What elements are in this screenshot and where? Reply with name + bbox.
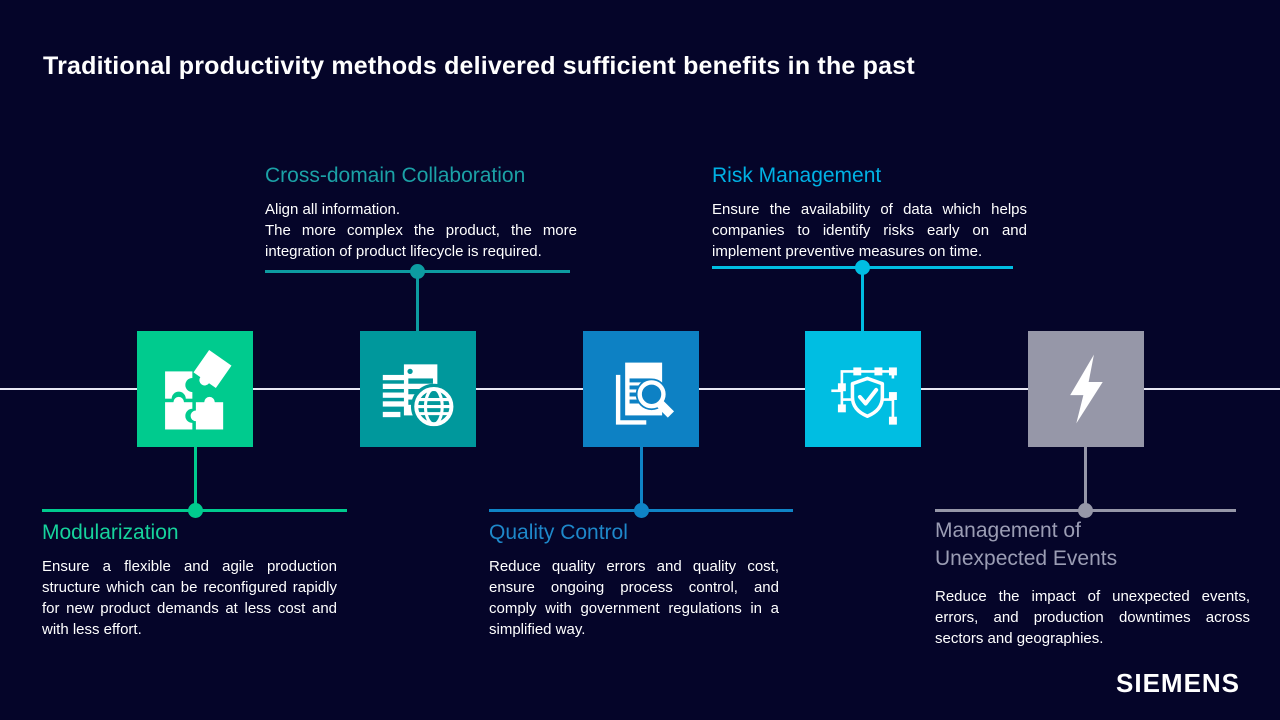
milestone-tile-cross-domain-collaboration [360, 331, 476, 447]
server-globe-icon [382, 364, 457, 430]
puzzle-icon [165, 350, 232, 430]
callout-title: Risk Management [712, 164, 882, 187]
slide-title: Traditional productivity methods deliver… [43, 52, 915, 80]
callout-description: Ensure a flexible and agile production s… [42, 558, 337, 638]
callout-description: Align all information. The more complex … [265, 201, 577, 260]
callout-description: Reduce quality errors and quality cost, … [489, 558, 779, 638]
milestone-tile-modularization [137, 331, 253, 447]
network-shield-icon [831, 367, 897, 425]
connector-vline [1084, 447, 1087, 510]
callout-title: Management of Unexpected Events [935, 519, 1118, 570]
connector-vline [194, 447, 197, 510]
callout-description: Ensure the availability of data which he… [712, 201, 1027, 260]
connector-dot [188, 503, 203, 518]
connector-dot [1078, 503, 1093, 518]
siemens-logo: SIEMENS [1116, 668, 1241, 698]
connector-vline [861, 267, 864, 331]
milestone-tile-quality-control [583, 331, 699, 447]
connector-vline [640, 447, 643, 510]
connector-vline [416, 271, 419, 331]
connector-dot [634, 503, 649, 518]
callout-description: Reduce the impact of unexpected events, … [935, 588, 1250, 647]
milestone-tile-unexpected-events [1028, 331, 1144, 447]
callout-title: Modularization [42, 521, 179, 544]
milestone-tile-risk-management [805, 331, 921, 447]
lightning-icon [1070, 354, 1103, 424]
callout-title: Quality Control [489, 521, 628, 544]
callout-title: Cross-domain Collaboration [265, 164, 526, 187]
document-magnifier-icon [615, 362, 675, 425]
